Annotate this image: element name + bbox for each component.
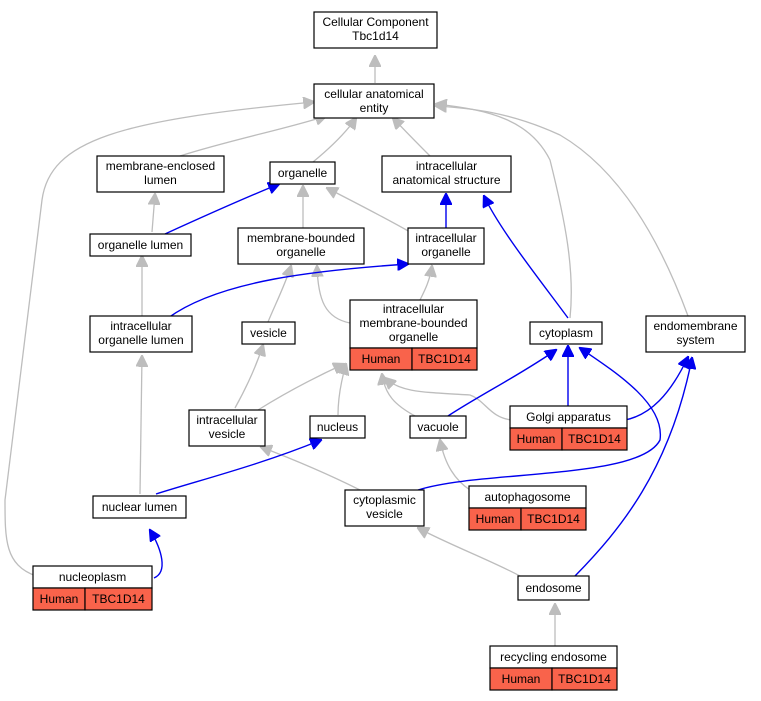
node-endosome[interactable]: endosome [517, 575, 590, 601]
annotation-gene: TBC1D14 [92, 592, 145, 606]
node-label-line: recycling endosome [500, 650, 607, 664]
node-label-line: nuclear lumen [102, 500, 177, 514]
annotation-species: Human [502, 672, 541, 686]
node-intracellular-organelle-lumen[interactable]: intracellular organelle lumen [89, 315, 193, 353]
node-endomembrane-system[interactable]: endomembrane system [645, 315, 746, 353]
annotation-gene-cell [84, 587, 153, 611]
node-cellular-component[interactable]: Cellular Component Tbc1d14 [313, 11, 438, 49]
annotation-gene-cell [551, 667, 618, 691]
node-vesicle[interactable]: vesicle [241, 321, 296, 345]
node-label-line: cellular anatomical [324, 87, 423, 101]
node-label-line: Cellular Component [322, 15, 429, 29]
node-membrane-enclosed-lumen[interactable]: membrane-enclosed lumen [96, 155, 225, 193]
node-label-line: entity [360, 101, 389, 115]
node-label-line: cytoplasmic [353, 493, 416, 507]
node-label-line: organelle lumen [98, 238, 183, 252]
node-label-line: intracellular [110, 319, 171, 333]
part-of-edges [150, 184, 692, 579]
node-label-line: anatomical structure [392, 173, 500, 187]
node-label-line: endosome [525, 581, 581, 595]
node-vacuole[interactable]: vacuole [409, 415, 467, 439]
node-label-line: Tbc1d14 [352, 29, 399, 43]
annotation-gene: TBC1D14 [568, 432, 621, 446]
node-label-line: organelle [276, 245, 326, 259]
node-cellular-anatomical-entity[interactable]: cellular anatomical entity [313, 83, 435, 119]
node-label-line: intracellular [196, 413, 257, 427]
annotation-species: Human [40, 592, 79, 606]
node-cytoplasm[interactable]: cytoplasm [529, 321, 603, 345]
annotation-gene: TBC1D14 [418, 352, 471, 366]
annotation-gene-cell [520, 507, 587, 531]
node-organelle-lumen[interactable]: organelle lumen [89, 233, 192, 257]
node-label-line: intracellular [415, 231, 476, 245]
is-a-edges [4, 56, 689, 646]
node-recycling-endosome[interactable]: recycling endosome Human TBC1D14 [489, 645, 618, 691]
node-label-line: endomembrane [653, 319, 737, 333]
node-label-line: lumen [144, 173, 177, 187]
annotation-gene-cell [411, 347, 478, 371]
node-intracellular-vesicle[interactable]: intracellular vesicle [188, 409, 266, 447]
node-label-line: intracellular [416, 159, 477, 173]
node-label-line: nucleoplasm [59, 570, 126, 584]
node-membrane-bounded-organelle[interactable]: membrane-bounded organelle [237, 227, 365, 265]
annotation-gene: TBC1D14 [527, 512, 580, 526]
node-nuclear-lumen[interactable]: nuclear lumen [92, 495, 187, 519]
node-nucleoplasm[interactable]: nucleoplasm Human TBC1D14 [32, 565, 153, 611]
node-label-line: vacuole [417, 420, 459, 434]
node-label-line: Golgi apparatus [526, 410, 611, 424]
node-label-line: nucleus [317, 420, 358, 434]
node-label-line: organelle lumen [98, 333, 183, 347]
node-label-line: vesicle [366, 507, 403, 521]
node-label-line: vesicle [250, 326, 287, 340]
node-autophagosome[interactable]: autophagosome Human TBC1D14 [468, 485, 587, 531]
annotation-gene: TBC1D14 [558, 672, 611, 686]
node-golgi-apparatus[interactable]: Golgi apparatus Human TBC1D14 [509, 405, 628, 451]
node-label-line: membrane-bounded [247, 231, 355, 245]
annotation-species: Human [362, 352, 401, 366]
node-nucleus[interactable]: nucleus [309, 415, 366, 439]
node-label-line: system [676, 333, 714, 347]
node-label-line: cytoplasm [539, 326, 593, 340]
node-label-line: membrane-bounded [359, 316, 467, 330]
node-intracellular-membrane-bounded-organelle[interactable]: intracellular membrane-bounded organelle… [349, 299, 478, 371]
node-label-line: organelle [278, 166, 328, 180]
annotation-species: Human [517, 432, 556, 446]
node-label-line: membrane-enclosed [106, 159, 215, 173]
node-label-line: intracellular [383, 302, 444, 316]
node-cytoplasmic-vesicle[interactable]: cytoplasmic vesicle [344, 489, 425, 527]
node-label-line: autophagosome [484, 490, 570, 504]
annotation-species: Human [476, 512, 515, 526]
node-intracellular-organelle[interactable]: intracellular organelle [407, 227, 485, 265]
annotation-gene-cell [561, 427, 628, 451]
node-label-line: organelle [389, 330, 439, 344]
node-label-line: vesicle [209, 427, 246, 441]
node-organelle[interactable]: organelle [269, 161, 336, 185]
node-intracellular-anatomical-structure[interactable]: intracellular anatomical structure [381, 155, 512, 193]
node-label-line: organelle [421, 245, 471, 259]
